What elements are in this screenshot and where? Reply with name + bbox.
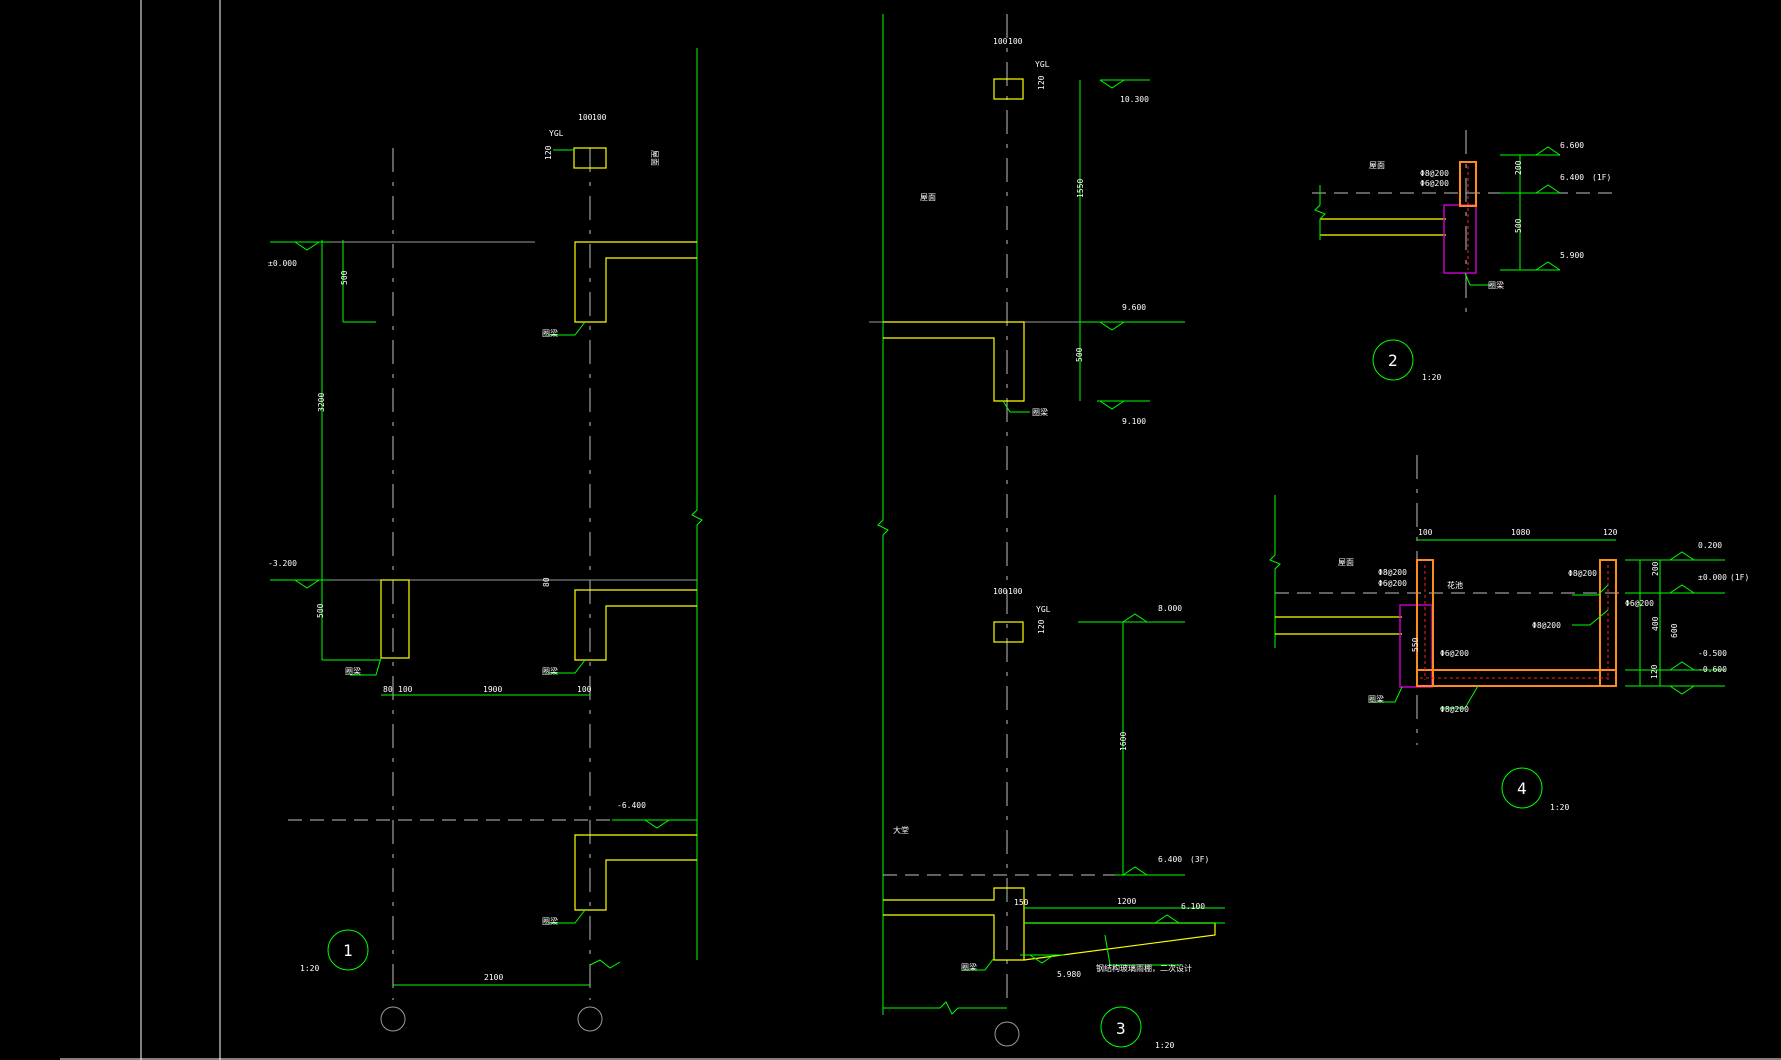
d2-scale: 1:20 <box>1422 373 1441 382</box>
d1-scale: 1:20 <box>300 964 319 973</box>
d4-rebar-1: Φ8@200 <box>1378 568 1407 577</box>
d1-tag-ring3: 圈梁 <box>542 667 558 676</box>
d4-rebar-6: Φ6@200 <box>1440 649 1469 658</box>
d4-dim-200: 200 <box>1651 561 1660 576</box>
d3-elev-6: 5.980 <box>1057 970 1081 979</box>
detail-1-text: 100 100 YGL 120 屋面 ±0.000 -3.200 -6.400 … <box>268 113 659 982</box>
d3-elev-3: 8.000 <box>1158 604 1182 613</box>
d3-dim-e: 100 <box>1008 587 1023 596</box>
d1-dim-500b: 500 <box>316 603 325 618</box>
d2-elev-0: 6.600 <box>1560 141 1584 150</box>
d4-elev-0: 0.200 <box>1698 541 1722 550</box>
drawing-frame <box>60 0 1781 1060</box>
d4-rebar-3: Φ8@200 <box>1568 569 1597 578</box>
d3-dim-c: 120 <box>1037 75 1046 90</box>
d2-elev-2: 5.900 <box>1560 251 1584 260</box>
d2-dim-500: 500 <box>1514 218 1523 233</box>
detail-3-text: 100 100 YGL 120 10.300 屋面 1550 9.600 500… <box>893 37 1209 1050</box>
d2-marker: 2 <box>1388 351 1398 370</box>
d1-dim-beam-h: 120 <box>544 145 553 160</box>
d1-elev-0: ±0.000 <box>268 259 297 268</box>
d1-marker: 1 <box>343 941 353 960</box>
d4-dim-top-c: 120 <box>1603 528 1618 537</box>
d4-dim-top-a: 100 <box>1418 528 1433 537</box>
d4-tag-roof: 屋面 <box>1338 558 1354 567</box>
d2-elev-1: 6.400 <box>1560 173 1584 182</box>
d3-dim-1600: 1600 <box>1119 732 1128 751</box>
d4-dim-550: 550 <box>1411 637 1420 652</box>
detail-4-text: 100 1080 120 Φ8@200 Φ6@200 屋面 花池 Φ8@200 … <box>1338 528 1749 812</box>
d3-tag-ygl-top: YGL <box>1035 60 1050 69</box>
d3-elev-0: 10.300 <box>1120 95 1149 104</box>
d1-tag-ring2: 圈梁 <box>345 667 361 676</box>
d3-elev-2: 9.100 <box>1122 417 1146 426</box>
d3-dim-1200: 1200 <box>1117 897 1136 906</box>
d4-marker: 4 <box>1517 779 1527 798</box>
d1-tag-roof: 屋面 <box>650 150 659 166</box>
d4-dim-400: 400 <box>1651 616 1660 631</box>
d1-dim-bottom-a: 80 <box>383 685 393 694</box>
d3-scale: 1:20 <box>1155 1041 1174 1050</box>
d4-tag-ring: 圈梁 <box>1368 695 1384 704</box>
d1-elev-1: -3.200 <box>268 559 297 568</box>
d3-tag-ygl-mid: YGL <box>1036 605 1051 614</box>
d4-rebar-4: Φ6@200 <box>1625 599 1654 608</box>
d3-tag-lobby: 大堂 <box>893 825 909 835</box>
d3-marker: 3 <box>1116 1019 1126 1038</box>
d3-dim-1550: 1550 <box>1076 179 1085 198</box>
d3-elev-5: 6.100 <box>1181 902 1205 911</box>
d3-tag-roof: 屋面 <box>920 193 936 202</box>
d4-dim-top-b: 1080 <box>1511 528 1530 537</box>
detail-4 <box>1269 455 1725 809</box>
d1-dim-80: 80 <box>542 577 551 587</box>
d4-elev-2: -0.500 <box>1698 649 1727 658</box>
d3-elev-1: 9.600 <box>1122 303 1146 312</box>
d1-dim-top-a: 100 <box>578 113 593 122</box>
d4-dim-600: 600 <box>1670 623 1679 638</box>
d1-dim-bottom-d: 100 <box>577 685 592 694</box>
d1-dim-1900: 1900 <box>483 685 502 694</box>
d2-tag-ring: 圈梁 <box>1488 281 1504 290</box>
d2-rebar-1: Φ8@200 <box>1420 169 1449 178</box>
d1-dim-500a: 500 <box>340 270 349 285</box>
d4-elev-3: -0.600 <box>1698 665 1727 674</box>
d4-tag-planter: 花池 <box>1447 580 1463 590</box>
d2-rebar-2: Φ6@200 <box>1420 179 1449 188</box>
d4-rebar-2: Φ6@200 <box>1378 579 1407 588</box>
d3-dim-b: 100 <box>1008 37 1023 46</box>
detail-2-text: Φ8@200 Φ6@200 屋面 6.600 6.400 (1F) 5.900 … <box>1369 141 1611 382</box>
detail-1 <box>270 48 703 1032</box>
d2-elev-1f: (1F) <box>1592 173 1611 182</box>
d3-elev-4: 6.400 <box>1158 855 1182 864</box>
d3-tag-ring1: 圈梁 <box>1032 408 1048 417</box>
d3-dim-f: 120 <box>1037 619 1046 634</box>
d3-dim-500: 500 <box>1075 347 1084 362</box>
d3-tag-ring2: 圈梁 <box>961 963 977 972</box>
d1-dim-3200: 3200 <box>317 393 326 412</box>
d3-elev-3f: (3F) <box>1190 855 1209 864</box>
d4-elev-1: ±0.000 <box>1698 573 1727 582</box>
d4-dim-120: 120 <box>1650 664 1659 679</box>
d3-dim-a: 100 <box>993 37 1008 46</box>
d4-rebar-7: Φ8@200 <box>1440 705 1469 714</box>
d2-tag-roof: 屋面 <box>1369 161 1385 170</box>
detail-3 <box>869 14 1225 1048</box>
d1-tag-ring4: 圈梁 <box>542 917 558 926</box>
d3-dim-150: 150 <box>1014 898 1029 907</box>
d4-rebar-5: Φ8@200 <box>1532 621 1561 630</box>
d3-note: 钢结构玻璃雨棚，二次设计 <box>1096 963 1192 973</box>
d4-scale: 1:20 <box>1550 803 1569 812</box>
d1-elev-2: -6.400 <box>617 801 646 810</box>
d4-elev-1f: (1F) <box>1730 573 1749 582</box>
d2-dim-200: 200 <box>1514 160 1523 175</box>
d1-tag-ygl: YGL <box>549 129 564 138</box>
d1-tag-ring1: 圈梁 <box>542 329 558 338</box>
d1-dim-top-b: 100 <box>592 113 607 122</box>
d1-dim-bottom-b: 100 <box>398 685 413 694</box>
detail-2 <box>1312 130 1620 381</box>
d1-dim-2100: 2100 <box>484 973 503 982</box>
d3-dim-d: 100 <box>993 587 1008 596</box>
